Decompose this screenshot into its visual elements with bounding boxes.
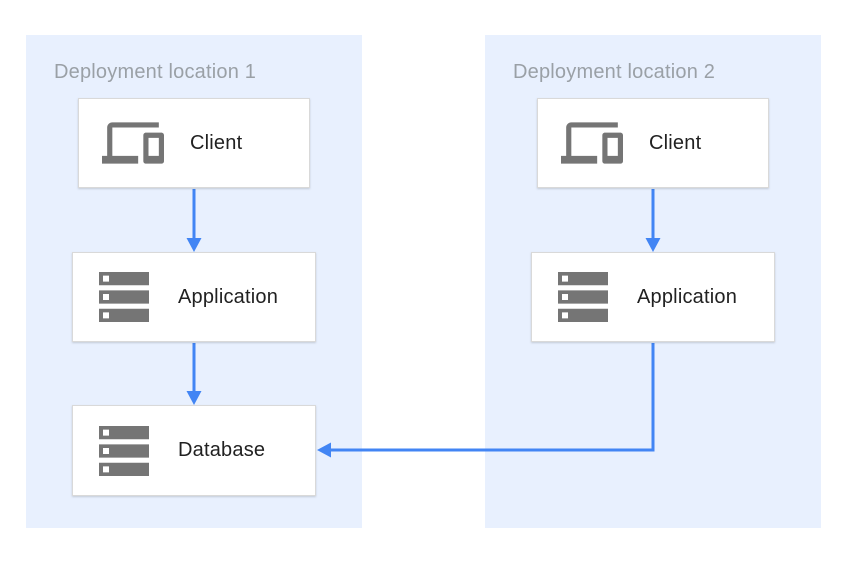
node-label: Application [637, 285, 738, 308]
devices-icon [559, 112, 625, 174]
deployment-location-2-title: Deployment location 2 [513, 61, 716, 83]
node-application-2: Application [531, 252, 775, 342]
node-database-1: Database [72, 405, 316, 496]
server-stack-icon [94, 421, 154, 481]
node-label: Client [649, 131, 702, 154]
node-label: Application [178, 285, 279, 308]
node-label: Database [178, 439, 266, 461]
server-stack-icon [553, 267, 613, 327]
server-stack-icon [94, 267, 154, 327]
node-client-1: Client [78, 98, 310, 188]
node-client-2: Client [537, 98, 769, 188]
deployment-location-1-title: Deployment location 1 [54, 61, 257, 83]
devices-icon [100, 112, 166, 174]
node-label: Client [190, 131, 243, 154]
node-application-1: Application [72, 252, 316, 342]
